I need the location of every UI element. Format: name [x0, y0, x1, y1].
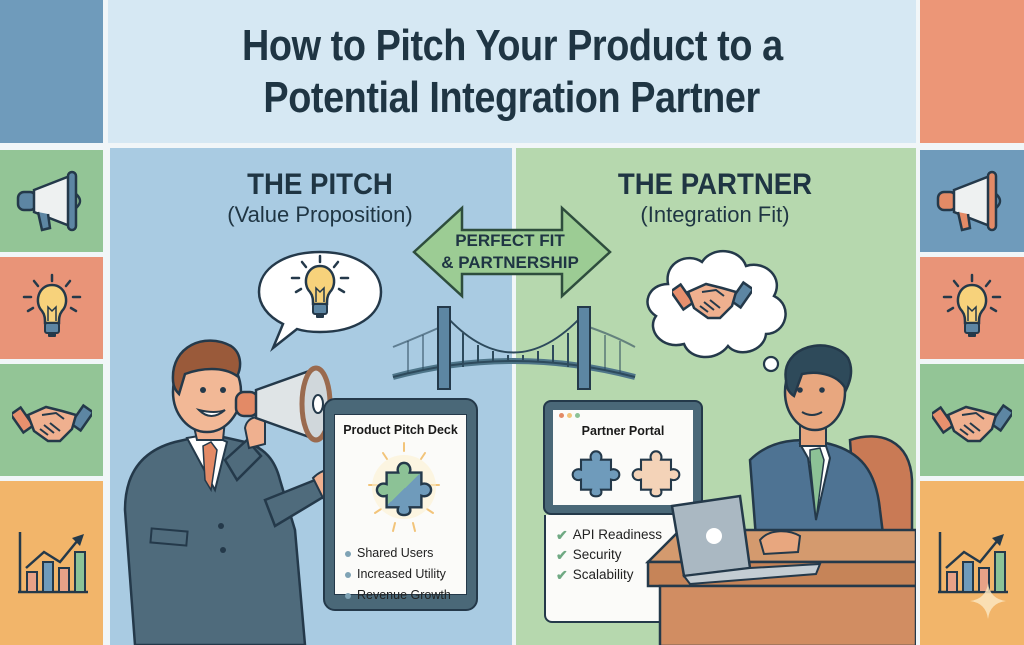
deck-title: Product Pitch Deck: [343, 423, 458, 437]
bullet-text: Shared Users: [357, 546, 434, 560]
side-tile-left-2: [0, 150, 103, 252]
pitch-title: THE PITCH: [247, 168, 393, 201]
bullet-dot: [345, 592, 351, 599]
partner-title: THE PARTNER: [617, 168, 813, 201]
presenter-figure: [123, 339, 338, 645]
pitch-bullet-list: Shared Users Increased Utility Revenue G…: [345, 543, 451, 606]
partner-portal-screen: Partner Portal: [543, 400, 703, 515]
pitch-bullet: Increased Utility: [345, 564, 451, 585]
pitch-bullet: Revenue Growth: [345, 585, 451, 606]
side-tile-left-3: [0, 257, 103, 359]
lightbulb-icon: [932, 273, 1012, 343]
tablet-screen: Product Pitch Deck Shared Users Increase…: [334, 414, 467, 602]
side-tile-right-3: [920, 257, 1024, 359]
puzzle-piece-icon: [368, 442, 440, 532]
sparkle-icon: [970, 583, 1006, 619]
side-tile-right-5: [920, 481, 1024, 645]
bullet-text: Revenue Growth: [357, 588, 451, 602]
side-tile-left-5: [0, 481, 103, 645]
arrow-line-2: & PARTNERSHIP: [441, 253, 579, 272]
title-line-2: Potential Integration Partner: [263, 72, 761, 122]
checklist-text: API Readiness: [572, 527, 663, 542]
bullet-dot: [345, 571, 351, 578]
portal-screen: Partner Portal: [553, 410, 693, 505]
partner-figure: [644, 344, 916, 645]
handshake-icon: [932, 385, 1012, 455]
window-dot: [559, 413, 564, 418]
title-line-1: How to Pitch Your Product to a: [241, 20, 783, 70]
arrow-line-1: PERFECT FIT: [455, 231, 565, 250]
window-dot: [575, 413, 580, 418]
puzzle-piece-blue-icon: [571, 448, 621, 498]
pitch-bullet: Shared Users: [345, 543, 451, 564]
side-tile-left-4: [0, 364, 103, 476]
speech-bubble: [257, 250, 383, 352]
side-tile-left-1: [0, 0, 103, 143]
side-tile-right-4: [920, 364, 1024, 476]
portal-title: Partner Portal: [581, 424, 665, 438]
window-controls: [559, 413, 580, 418]
megaphone-icon: [234, 365, 333, 443]
bullet-text: Increased Utility: [357, 567, 446, 581]
check-icon: ✔: [556, 547, 568, 563]
check-icon: ✔: [556, 527, 568, 543]
window-dot: [567, 413, 572, 418]
checklist-text: Scalability: [572, 567, 634, 582]
megaphone-icon: [12, 166, 92, 236]
pitch-deck-tablet: Product Pitch Deck Shared Users Increase…: [323, 398, 478, 611]
title-banner: How to Pitch Your Product to a Potential…: [108, 0, 916, 143]
handshake-icon: [12, 385, 92, 455]
pitch-subtitle: (Value Proposition): [227, 202, 413, 227]
pitch-heading: THE PITCH (Value Proposition): [200, 168, 440, 228]
side-tile-right-1: [920, 0, 1024, 143]
partner-subtitle: (Integration Fit): [640, 202, 790, 227]
megaphone-icon: [932, 166, 1012, 236]
bridge-icon: [392, 306, 636, 390]
bullet-dot: [345, 550, 351, 557]
checklist-item: ✔ Scalability: [556, 565, 662, 585]
checklist-item: ✔ Security: [556, 545, 662, 565]
checklist-text: Security: [572, 547, 622, 562]
partner-heading: THE PARTNER (Integration Fit): [600, 168, 830, 228]
side-tile-right-2: [920, 150, 1024, 252]
perfect-fit-label: PERFECT FIT & PARTNERSHIP: [440, 230, 580, 274]
double-arrow-icon: [412, 205, 612, 299]
checklist-item: ✔ API Readiness: [556, 525, 662, 545]
growth-chart-icon: [12, 528, 92, 598]
lightbulb-icon: [12, 273, 92, 343]
check-icon: ✔: [556, 567, 568, 583]
